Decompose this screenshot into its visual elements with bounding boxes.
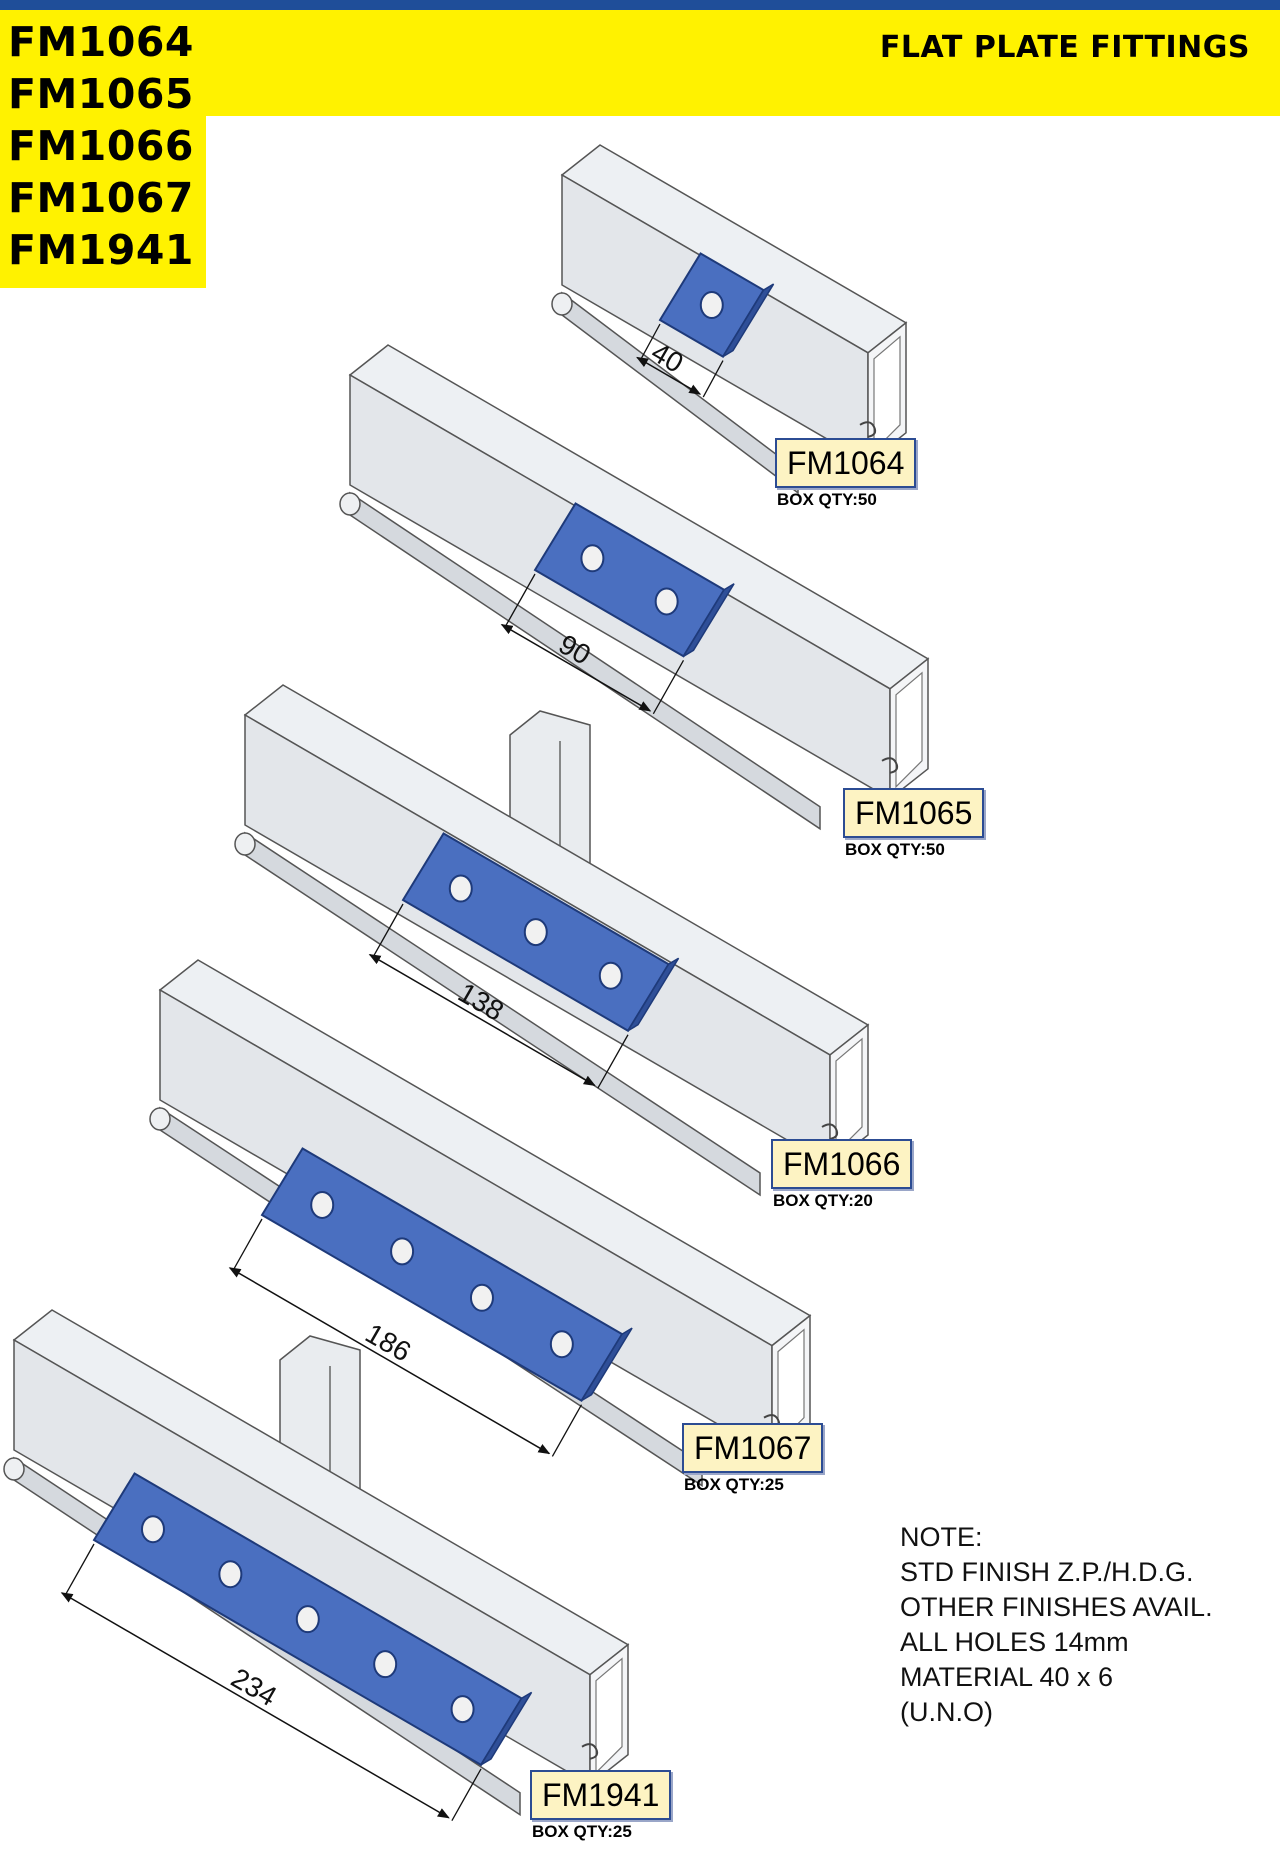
- dimension-extension: [652, 659, 685, 715]
- dimension-extension: [702, 360, 724, 398]
- item-code-label: FM1067: [682, 1423, 824, 1473]
- note-line: STD FINISH Z.P./H.D.G.: [900, 1557, 1194, 1587]
- note-line: ALL HOLES 14mm: [900, 1627, 1129, 1657]
- plate-hole: [523, 918, 548, 947]
- dimension-line: [368, 953, 596, 1086]
- flat-plate-edge: [580, 1327, 633, 1402]
- dimension-extension: [372, 903, 404, 958]
- dimension-line: [500, 623, 652, 712]
- dimension-extension: [597, 1034, 629, 1089]
- dimension-value: 234: [226, 1662, 282, 1712]
- channel-lip-end: [149, 1107, 171, 1131]
- dimension-extension: [639, 323, 661, 361]
- plate-hole: [580, 544, 605, 573]
- dimension-line: [636, 356, 702, 395]
- item-code-label: FM1064: [775, 438, 917, 488]
- item-code-label: FM1941: [530, 1770, 672, 1820]
- product-code: FM1066: [8, 122, 194, 170]
- product-codes-panel: [0, 116, 206, 288]
- note-block: NOTE: STD FINISH Z.P./H.D.G. OTHER FINIS…: [900, 1520, 1213, 1730]
- plate-hole: [295, 1605, 320, 1634]
- product-code: FM1067: [8, 174, 194, 222]
- plate-hole: [654, 587, 679, 616]
- channel-end-inner: [595, 1657, 623, 1775]
- channel-lip-end: [339, 492, 361, 516]
- product-code: FM1941: [8, 226, 194, 274]
- note-line: MATERIAL 40 x 6: [900, 1662, 1114, 1692]
- item-code-label: FM1065: [843, 788, 985, 838]
- note-line: OTHER FINISHES AVAIL.: [900, 1592, 1213, 1622]
- plate-hole: [310, 1190, 335, 1219]
- header-banner: FLAT PLATE FITTINGS: [0, 10, 1280, 116]
- plate-hole: [390, 1237, 415, 1266]
- plate-hole: [450, 1695, 475, 1724]
- product-code-list: FM1064 FM1065 FM1066 FM1067 FM1941: [8, 16, 194, 276]
- channel-end-lip: [881, 757, 899, 774]
- box-qty-label: BOX QTY:50: [845, 840, 945, 859]
- plate-hole: [549, 1330, 574, 1359]
- product-code: FM1064: [8, 18, 194, 66]
- note-line: (U.N.O): [900, 1697, 993, 1727]
- box-qty-label: BOX QTY:25: [684, 1475, 784, 1494]
- page-title: FLAT PLATE FITTINGS: [879, 30, 1250, 65]
- plate-hole: [373, 1650, 398, 1679]
- box-qty-label: BOX QTY:20: [773, 1191, 873, 1210]
- dimension-extension: [504, 573, 536, 628]
- plate-hole: [448, 874, 473, 903]
- plate-hole: [598, 961, 623, 990]
- dimension-line: [228, 1267, 551, 1455]
- note-heading: NOTE:: [900, 1522, 983, 1552]
- box-qty-label: BOX QTY:25: [532, 1822, 632, 1841]
- dimension-value: 186: [360, 1317, 416, 1367]
- channel-lip-end: [551, 292, 573, 316]
- dimension-extension: [551, 1404, 583, 1457]
- channel-end-lip: [821, 1123, 839, 1140]
- box-qty-label: BOX QTY:50: [777, 490, 877, 509]
- top-rule: [0, 0, 1280, 10]
- plate-hole: [218, 1560, 243, 1589]
- dimension-extension: [64, 1543, 95, 1597]
- plate-hole: [699, 291, 724, 320]
- flat-plate-edge: [722, 283, 775, 358]
- channel-end-inner: [895, 671, 923, 789]
- product-code: FM1065: [8, 70, 194, 118]
- channel-end-inner: [777, 1328, 805, 1446]
- channel-end-lip: [859, 421, 877, 438]
- channel-end-lip: [581, 1743, 599, 1760]
- plate-hole: [140, 1515, 165, 1544]
- channel-lip-end: [234, 832, 256, 856]
- dimension-extension: [451, 1768, 482, 1821]
- flat-plate-edge: [480, 1691, 533, 1766]
- item-code-label: FM1066: [771, 1139, 913, 1189]
- plate-hole: [469, 1283, 494, 1312]
- channel-lip-end: [3, 1457, 25, 1481]
- channel-end-inner: [835, 1037, 863, 1155]
- dimension-extension: [232, 1218, 263, 1272]
- channel-end-inner: [873, 335, 901, 453]
- flat-plate-edge: [682, 583, 735, 657]
- dimension-line: [60, 1592, 450, 1819]
- flat-plate-edge: [627, 957, 680, 1032]
